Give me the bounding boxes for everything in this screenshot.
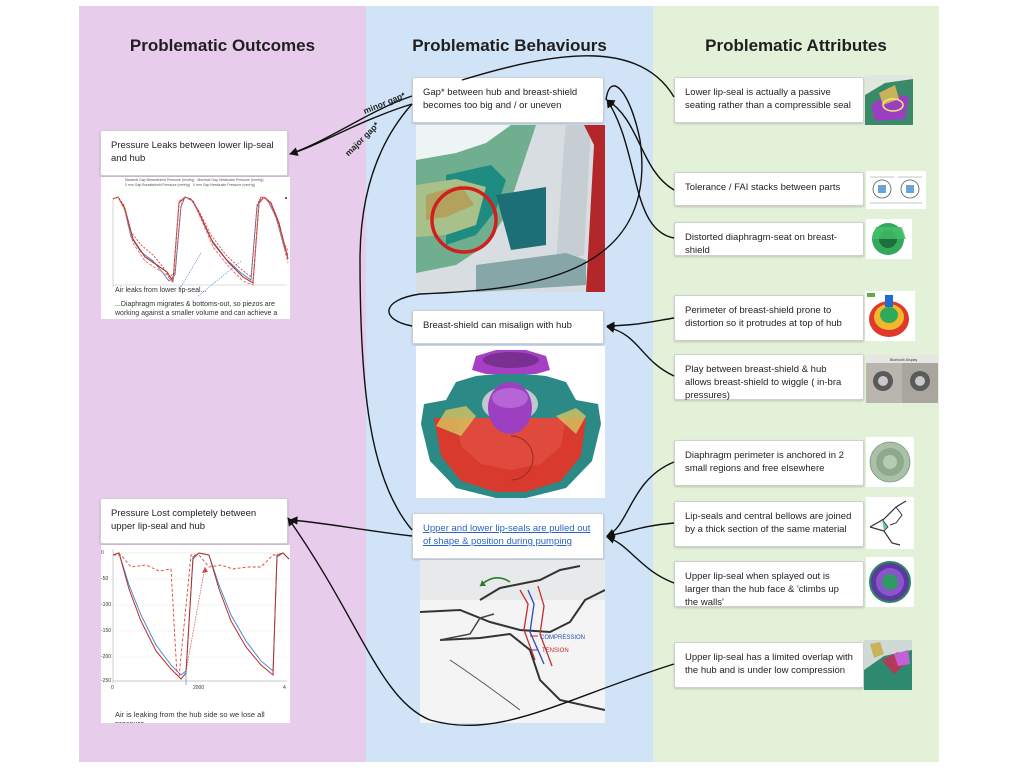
attribute-card-lower-lip-seal[interactable]: Lower lip-seal is actually a passive sea…: [674, 77, 864, 123]
gap-cad-image: [416, 125, 605, 292]
legend-entry: 0 mm Gap Nestbrake Pressure (mmHg): [193, 183, 255, 187]
tolerance-drawing-icon: [866, 171, 926, 209]
diaphragm-photo-icon: [866, 437, 914, 487]
attribute-card-overlap[interactable]: Upper lip-seal has a limited overlap wit…: [674, 642, 864, 688]
diaphragm-seat-render-icon: [866, 219, 912, 259]
misalign-cad-image: [416, 346, 605, 498]
chart-legend: Maximal Gap Breastshield Pressure (mmHg)…: [125, 178, 285, 188]
pressure-chart-svg: [112, 196, 289, 298]
attribute-card-upper-lip-seal-larger[interactable]: Upper lip-seal when splayed out is large…: [674, 561, 864, 608]
outcome-card-upper-loss[interactable]: Pressure Lost completely between upper l…: [100, 498, 288, 544]
upper-lip-seal-render-icon: [866, 557, 914, 607]
attribute-text: Lip-seals and central bellows are joined…: [685, 511, 852, 535]
lip-seal-sketch-svg: COMPRESSION TENSION: [420, 560, 605, 723]
behaviour-card-lip-seals[interactable]: Upper and lower lip-seals are pulled out…: [412, 513, 604, 559]
outcome-card-lower-leak[interactable]: Pressure Leaks between lower lip-seal an…: [100, 130, 288, 176]
x-tick-label: 0: [111, 685, 114, 691]
upper-loss-pressure-chart: 0 -50 -100 -150 -200 -250 0 2000 4 Air i…: [101, 545, 290, 723]
lip-seal-render-icon: [865, 75, 913, 125]
attribute-card-diaphragm-seat[interactable]: Distorted diaphragm-seat on breast-shiel…: [674, 222, 864, 256]
tension-label: TENSION: [542, 648, 569, 654]
misalign-cad-svg: [416, 346, 605, 498]
y-tick-label: -250: [101, 678, 112, 684]
perimeter-distortion-render-icon: [865, 291, 915, 341]
lip-seal-sketch-icon: [866, 497, 914, 549]
lower-leak-pressure-chart: Maximal Gap Breastshield Pressure (mmHg)…: [101, 177, 290, 319]
attribute-text: Play between breast-shield & hub allows …: [685, 364, 842, 401]
overlap-render-icon: [864, 640, 912, 690]
gap-cad-svg: [416, 125, 605, 292]
attribute-text: Perimeter of breast-shield prone to dist…: [685, 305, 842, 329]
attribute-text: Lower lip-seal is actually a passive sea…: [685, 87, 851, 111]
x-tick-label: 2000: [193, 685, 205, 691]
attribute-text: Diaphragm perimeter is anchored in 2 sma…: [685, 450, 844, 474]
x-tick-label: 4: [283, 685, 286, 691]
wiggle-photos-icon: Bluetooth Display: [866, 355, 938, 403]
behaviour-card-gap[interactable]: Gap* between hub and breast-shield becom…: [412, 77, 604, 123]
y-tick-label: -200: [101, 654, 112, 660]
attribute-card-tolerance[interactable]: Tolerance / FAI stacks between parts: [674, 172, 864, 206]
attribute-card-diaphragm-anchor[interactable]: Diaphragm perimeter is anchored in 2 sma…: [674, 440, 864, 486]
y-tick-label: -100: [101, 602, 112, 608]
attributes-column-title: Problematic Attributes: [705, 36, 887, 55]
attribute-card-play[interactable]: Play between breast-shield & hub allows …: [674, 354, 864, 401]
y-tick-label: -50: [101, 576, 109, 582]
behaviour-text: Gap* between hub and breast-shield becom…: [423, 87, 578, 111]
outcome-text: Pressure Lost completely between upper l…: [111, 508, 257, 532]
behaviour-link-text[interactable]: Upper and lower lip-seals are pulled out…: [423, 523, 591, 547]
attribute-text: Upper lip-seal when splayed out is large…: [685, 571, 839, 608]
legend-entry: Maximal Gap Breastshield Pressure (mmHg): [125, 178, 195, 182]
attribute-card-lip-seals-joined[interactable]: Lip-seals and central bellows are joined…: [674, 501, 864, 547]
pressure-chart-svg: [112, 549, 290, 685]
attribute-card-perimeter[interactable]: Perimeter of breast-shield prone to dist…: [674, 295, 864, 341]
y-tick-label: -150: [101, 628, 112, 634]
attribute-text: Distorted diaphragm-seat on breast-shiel…: [685, 232, 838, 256]
photo-caption: Bluetooth Display: [890, 358, 917, 362]
behaviours-column-title: Problematic Behaviours: [412, 36, 607, 55]
outcome-text: Pressure Leaks between lower lip-seal an…: [111, 140, 274, 164]
chart-annotation: Air leaks from lower lip-seal...: [115, 287, 207, 294]
legend-entry: Maximal Gap Nestbrake Pressure (mmHg): [197, 178, 264, 182]
chart-annotation: ...Diaphragm migrates & bottoms-out, so …: [115, 301, 278, 317]
attribute-text: Upper lip-seal has a limited overlap wit…: [685, 652, 853, 676]
behaviour-card-misalign[interactable]: Breast-shield can misalign with hub: [412, 310, 604, 344]
legend-entry: 0 mm Gap Breastshield Pressure (mmHg): [125, 183, 191, 187]
lip-seal-sketch-image: COMPRESSION TENSION: [420, 560, 605, 723]
chart-annotation: Air is leaking from the hub side so we l…: [115, 710, 265, 723]
behaviour-text: Breast-shield can misalign with hub: [423, 320, 572, 331]
attribute-text: Tolerance / FAI stacks between parts: [685, 182, 841, 193]
compression-label: COMPRESSION: [540, 635, 585, 641]
y-tick-label: 0: [101, 550, 104, 556]
outcomes-column-title: Problematic Outcomes: [129, 36, 316, 55]
